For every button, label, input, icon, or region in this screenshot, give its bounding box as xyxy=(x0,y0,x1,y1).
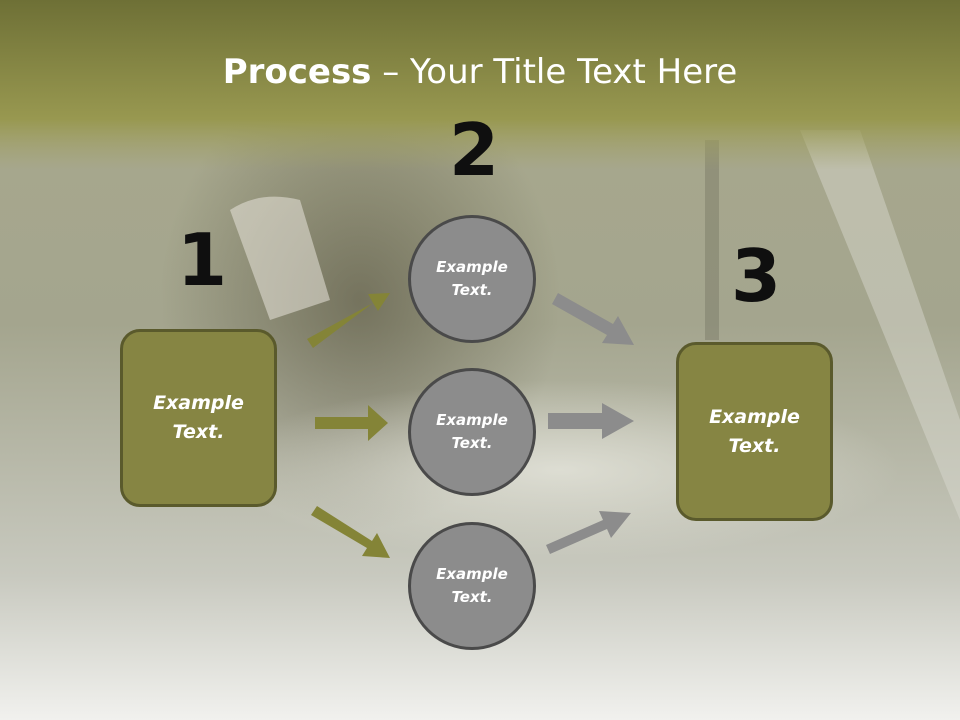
circle-middle-line1: Example xyxy=(436,411,508,429)
step-box-3-line1: Example xyxy=(709,405,800,428)
circle-middle: Example Text. xyxy=(408,368,536,496)
step-number-2: 2 xyxy=(449,108,500,192)
arrow-circle-bottom-to-box3 xyxy=(546,511,631,554)
circle-top-line1: Example xyxy=(436,258,508,276)
arrow-box1-to-circle-middle xyxy=(315,405,388,441)
title-bold: Process xyxy=(222,52,372,92)
arrow-circle-middle-to-box3 xyxy=(548,403,634,439)
title-rest: – Your Title Text Here xyxy=(371,52,738,92)
step-number-3: 3 xyxy=(731,234,782,318)
circle-bottom-line1: Example xyxy=(436,565,508,583)
step-box-3: Example Text. xyxy=(676,342,833,521)
circle-bottom: Example Text. xyxy=(408,522,536,650)
arrow-box1-to-circle-top xyxy=(307,293,390,348)
step-number-1: 1 xyxy=(177,218,228,302)
arrow-circle-top-to-box3 xyxy=(552,293,634,345)
circle-top: Example Text. xyxy=(408,215,536,343)
slide-title: Process – Your Title Text Here xyxy=(0,52,960,92)
circle-middle-line2: Text. xyxy=(451,434,493,452)
circle-top-line2: Text. xyxy=(451,281,493,299)
arrow-box1-to-circle-bottom xyxy=(311,506,390,558)
step-box-1: Example Text. xyxy=(120,329,277,507)
step-box-1-line2: Text. xyxy=(172,421,225,443)
circle-bottom-line2: Text. xyxy=(451,588,493,606)
step-box-1-line1: Example xyxy=(153,392,244,414)
step-box-3-line2: Text. xyxy=(728,434,781,457)
